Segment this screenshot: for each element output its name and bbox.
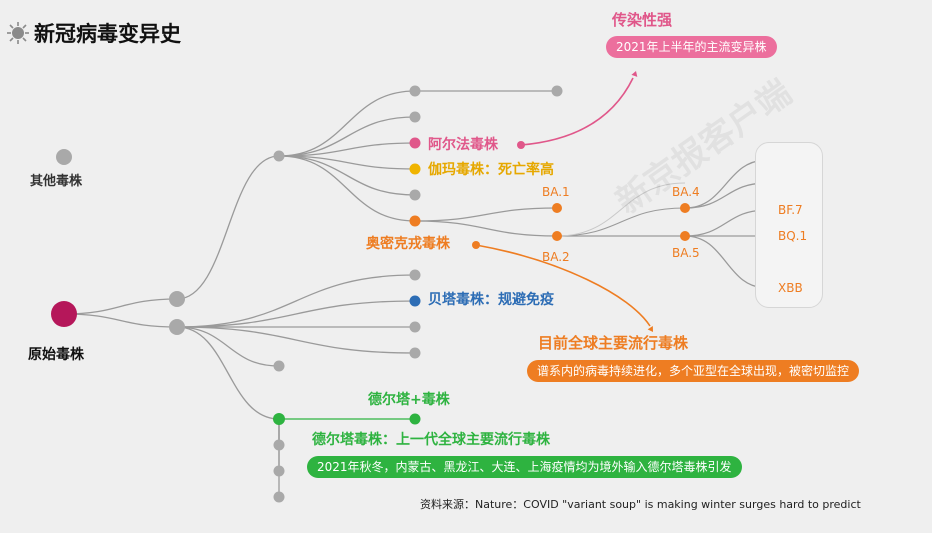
subvariant-bq1: BQ.1 <box>778 229 808 243</box>
edge-upper-5 <box>278 155 416 222</box>
other-strain-node <box>56 149 72 165</box>
grey-node-j <box>273 465 285 477</box>
subvariant-ba4: BA.4 <box>672 185 700 199</box>
edge-lower-3 <box>176 326 416 354</box>
grey-node-g <box>409 347 421 359</box>
beta-node <box>409 295 421 307</box>
edge-upper-2 <box>278 142 416 157</box>
edge-upper-1 <box>278 116 416 157</box>
edge-omicron-ba1 <box>414 207 558 222</box>
lower-hub-node <box>169 319 185 335</box>
edge-delta-hub <box>176 326 280 420</box>
omicron-callout-title: 目前全球主要流行毒株 <box>538 334 689 352</box>
edge-lower-grey <box>176 326 280 367</box>
alpha-arrow-head <box>631 71 638 77</box>
grey-node-h <box>273 360 285 372</box>
alpha-callout-note: 2021年上半年的主流变异株 <box>606 36 777 58</box>
omicron-node <box>409 215 421 227</box>
source-note: 资料来源：Nature：COVID "variant soup" is maki… <box>420 498 861 511</box>
subvariant-xbb: XBB <box>778 281 803 295</box>
omicron-label: 奥密克戎毒株 <box>366 236 450 252</box>
grey-node-b <box>551 85 563 97</box>
grey-node-i <box>273 439 285 451</box>
grey-node-k <box>273 491 285 503</box>
omicron-arrow-head <box>647 326 653 332</box>
edge-root-upper <box>63 298 178 315</box>
delta-node <box>273 413 285 425</box>
grey-node-a <box>409 85 421 97</box>
root-strain-node <box>51 301 77 327</box>
ba2-node <box>552 231 562 241</box>
subvariant-bf7: BF.7 <box>778 203 803 217</box>
alpha-arrow <box>520 77 634 146</box>
edge-omicron-ba2 <box>414 220 558 237</box>
delta-label: 德尔塔毒株：上一代全球主要流行毒株 <box>312 432 550 448</box>
edge-ba4-top <box>684 159 768 209</box>
virus-icon <box>7 22 29 44</box>
edge-ba2-ba4-dash <box>556 182 686 237</box>
edge-upper-hub <box>176 155 280 300</box>
alpha-arrow-start <box>517 141 525 149</box>
subvariant-ba1: BA.1 <box>542 185 570 199</box>
grey-node-c <box>409 111 421 123</box>
omicron-callout-note: 谱系内的病毒持续进化，多个亚型在全球出现，被密切监控 <box>527 360 860 382</box>
subvariant-ba5: BA.5 <box>672 246 700 260</box>
root-strain-label: 原始毒株 <box>28 347 84 363</box>
edge-upper-0 <box>278 90 416 157</box>
delta-callout-note: 2021年秋冬，内蒙古、黑龙江、大连、上海疫情均为境外输入德尔塔毒株引发 <box>307 456 742 478</box>
ba5-node <box>680 231 690 241</box>
delta-plus-label: 德尔塔+毒株 <box>368 392 450 408</box>
edge-lower-1 <box>176 300 416 328</box>
gamma-label: 伽玛毒株：死亡率高 <box>428 162 554 178</box>
alpha-node <box>409 137 421 149</box>
edge-lower-0 <box>176 274 416 328</box>
alpha-label: 阿尔法毒株 <box>428 137 498 153</box>
beta-label: 贝塔毒株：规避免疫 <box>428 292 554 308</box>
other-strain-label: 其他毒株 <box>30 174 83 189</box>
subvariant-ba2: BA.2 <box>542 250 570 264</box>
ba1-node <box>552 203 562 213</box>
delta-plus-node <box>409 413 421 425</box>
omicron-arrow-start <box>472 241 480 249</box>
ba4-node <box>680 203 690 213</box>
grey-node-e <box>409 269 421 281</box>
grey-node-f <box>409 321 421 333</box>
edge-ba2-ba4 <box>556 207 686 237</box>
edge-upper-4 <box>278 155 416 196</box>
omicron-subvariant-box <box>755 142 823 308</box>
alpha-callout-title: 传染性强 <box>612 11 673 29</box>
edge-ba5-xbb <box>684 235 768 289</box>
gamma-node <box>409 163 421 175</box>
upper-branch-node <box>273 150 285 162</box>
upper-hub-node <box>169 291 185 307</box>
grey-node-d <box>409 189 421 201</box>
omicron-arrow <box>475 244 651 327</box>
edge-upper-3 <box>278 155 416 170</box>
edge-root-lower <box>63 313 178 328</box>
page-title: 新冠病毒变异史 <box>34 22 181 46</box>
